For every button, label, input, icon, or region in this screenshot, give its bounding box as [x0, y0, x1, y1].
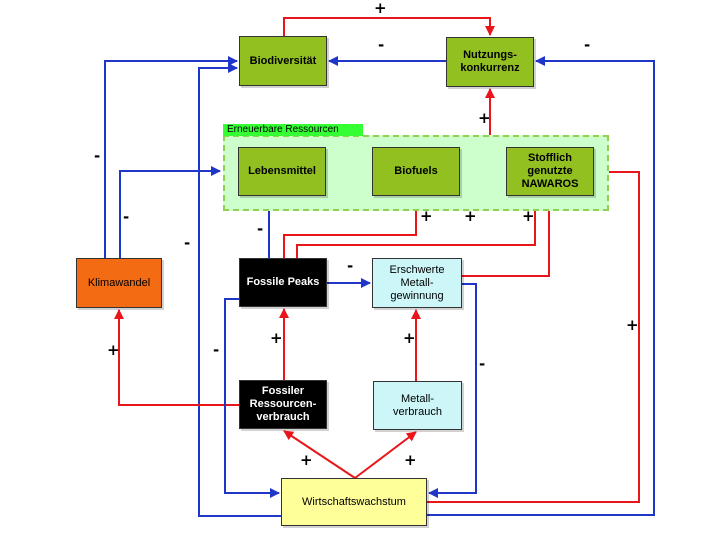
renewable-resources-label: Erneuerbare Ressourcen: [223, 124, 363, 136]
sign-peaks-wachstum: -: [213, 341, 220, 359]
sign-peaks-biofuels: +: [420, 207, 433, 225]
link-fossil-to-klima: [114, 309, 239, 406]
economic-growth-node: Wirtschaftswachstum: [281, 478, 427, 526]
sign-wachstum-biodiv: -: [184, 234, 191, 252]
sign-wachstum-nawaros: +: [626, 316, 639, 334]
climate-change-node: Klimawandel: [76, 258, 162, 308]
biofuels-node: Biofuels: [372, 147, 460, 196]
sign-erschwert-nawaros: +: [522, 207, 535, 225]
sign-peaks-lebensmittel: -: [257, 220, 264, 238]
renewable-raw-materials-node: Stofflich genutzte NAWAROS: [506, 147, 594, 196]
sign-biodiv-nutzung: +: [374, 0, 387, 17]
biodiversity-node: Biodiversität: [239, 36, 327, 86]
link-klima-to-biodiv: [104, 56, 238, 258]
sign-wachstum-fossil: +: [300, 451, 313, 469]
sign-nutzung-wachstum: -: [584, 36, 591, 54]
link-klima-to-lebensmittel: [119, 166, 221, 258]
link-biodiv-to-nutzung: [283, 17, 495, 36]
link-peaks-to-wachstum: [224, 298, 280, 498]
sign-metall-erschwert: +: [403, 329, 416, 347]
link-wachstum-to-fossil: [283, 430, 356, 479]
food-node: Lebensmittel: [238, 147, 326, 196]
link-peaks-to-biofuels: [283, 196, 421, 258]
sign-erschwert-wachstum: -: [479, 355, 486, 373]
sign-peaks-erschwert: -: [347, 257, 354, 275]
link-erschwert-to-wachstum: [428, 283, 477, 498]
sign-fossil-klima: +: [107, 341, 120, 359]
sign-group-nutzung: +: [478, 109, 491, 127]
link-wachstum-to-metall: [354, 431, 417, 479]
sign-nutzung-biodiv: -: [378, 36, 385, 54]
sign-fossil-peaks: +: [270, 329, 283, 347]
metal-consumption-node: Metall- verbrauch: [373, 381, 462, 430]
fossil-resource-consumption-node: Fossiler Ressourcen- verbrauch: [239, 380, 327, 429]
link-wachstum-to-nutzung: [427, 56, 655, 516]
sign-peaks-nawaros: +: [464, 207, 477, 225]
fossil-peaks-node: Fossile Peaks: [239, 258, 327, 307]
harder-metal-extraction-node: Erschwerte Metall- gewinnung: [372, 258, 462, 308]
land-use-competition-node: Nutzungs- konkurrenz: [446, 37, 534, 87]
sign-klima-biodiv: -: [94, 147, 101, 165]
link-peaks-to-nawaros: [296, 196, 540, 258]
sign-wachstum-metall: +: [404, 451, 417, 469]
link-erschwert-to-nawaros: [462, 196, 554, 277]
link-wachstum-to-nawaros: [427, 167, 640, 503]
sign-klima-lebensmittel: -: [123, 208, 130, 226]
link-wachstum-to-biodiv: [198, 63, 281, 517]
